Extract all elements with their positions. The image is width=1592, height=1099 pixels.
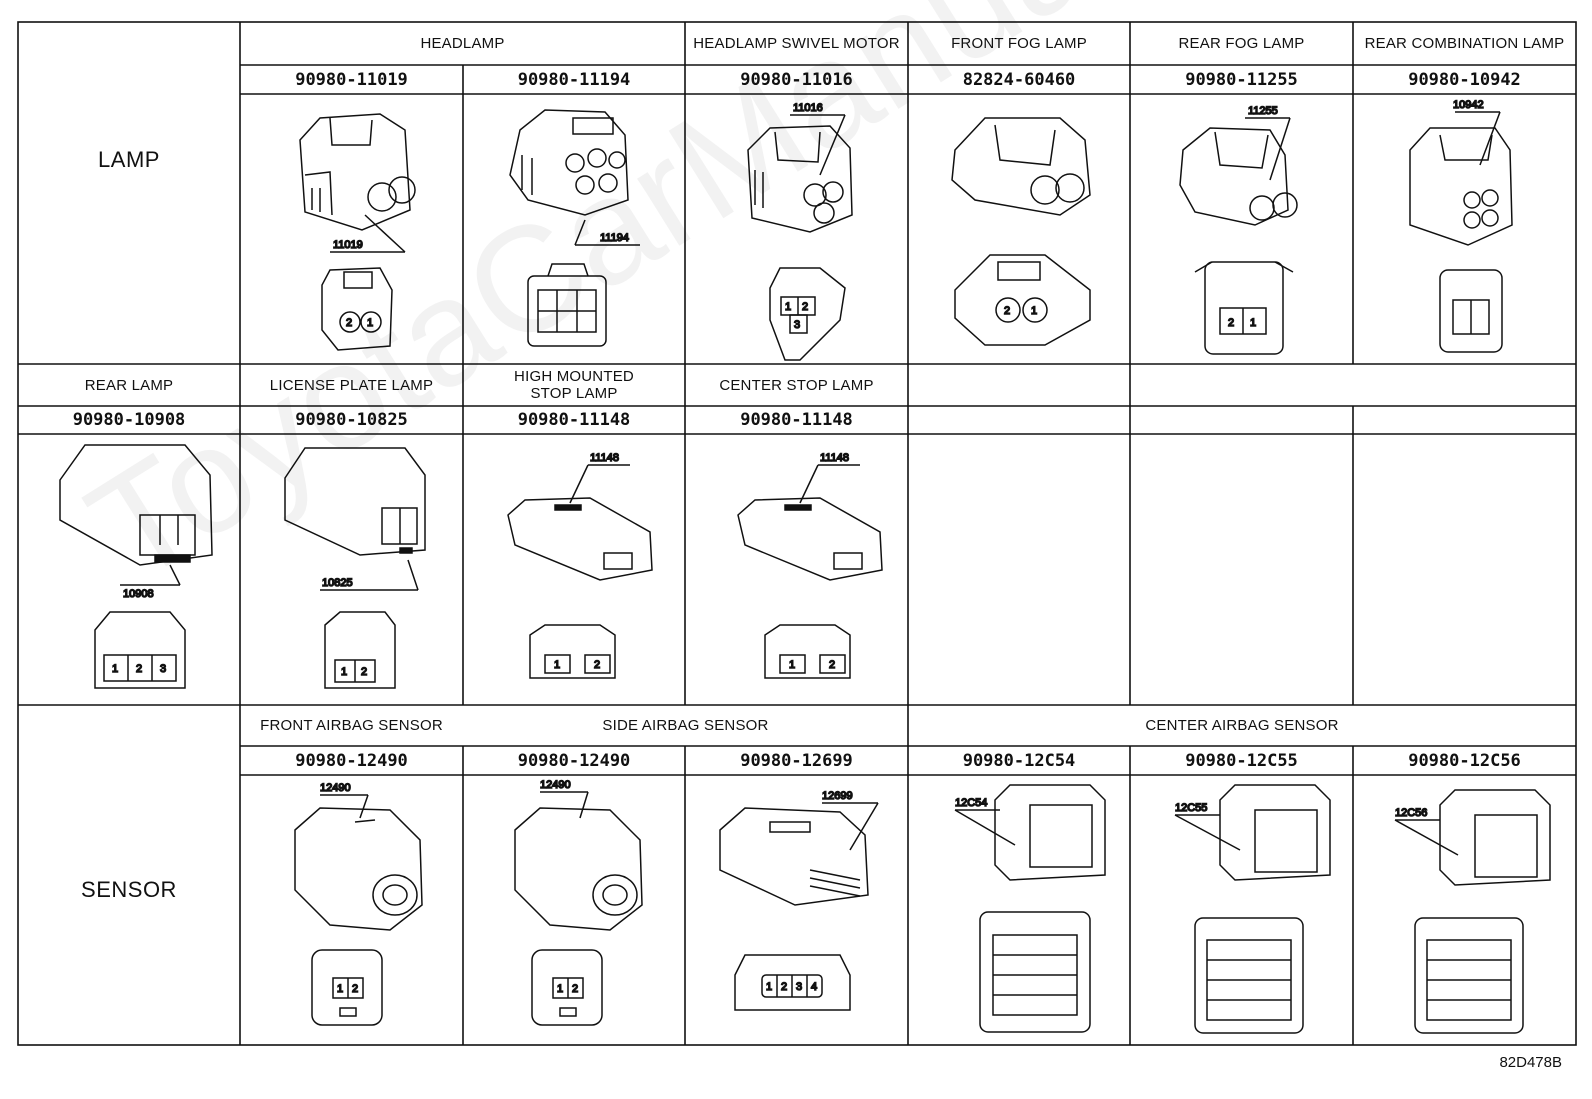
header-rear-combination-lamp: REAR COMBINATION LAMP [1364, 35, 1565, 52]
part-number: 90980-12699 [740, 750, 853, 771]
part-number: 90980-11194 [517, 69, 631, 90]
connector-12490-front-drawing [294, 794, 423, 1026]
part-number: 90980-10825 [295, 410, 408, 430]
connector-12490-side-drawing [514, 791, 643, 1026]
tag-11148-center: 11148 [820, 452, 849, 464]
connector-12699-drawing [719, 802, 879, 1011]
tag-10942: 10942 [1453, 99, 1484, 111]
tag-12490-side: 12490 [540, 779, 571, 791]
connector-12C55-drawing [1174, 784, 1331, 1034]
pin-label: 1 [766, 981, 772, 993]
part-number: 90980-11019 [295, 69, 408, 90]
header-front-fog-lamp: FRONT FOG LAMP [951, 35, 1087, 52]
connector-11255-drawing [1179, 117, 1298, 355]
header-high-mounted-stop-lamp: HIGH MOUNTED STOP LAMP [514, 368, 634, 402]
header-center-airbag-sensor: CENTER AIRBAG SENSOR [1145, 717, 1339, 734]
pin-label: 2 [802, 301, 808, 313]
tag-12C56: 12C56 [1395, 807, 1427, 819]
part-number: 90980-12C56 [1408, 750, 1521, 771]
header-rear-lamp: REAR LAMP [84, 376, 174, 394]
part-number: 90980-11016 [740, 69, 853, 90]
pin-label: 1 [554, 659, 560, 671]
part-number: 82824-60460 [962, 69, 1076, 90]
connector-11148-center-drawing [737, 464, 883, 679]
header-side-airbag-sensor: SIDE AIRBAG SENSOR [602, 717, 769, 734]
connector-12C54-drawing [954, 784, 1106, 1033]
part-number: 90980-10908 [72, 410, 186, 430]
tag-12C55: 12C55 [1175, 802, 1207, 814]
connector-11194-drawing [509, 109, 640, 347]
tag-12699: 12699 [822, 790, 853, 802]
pin-label: 2 [361, 666, 367, 678]
pin-label: 3 [160, 663, 166, 675]
section-label-sensor: SENSOR [81, 877, 177, 902]
tag-11016: 11016 [793, 102, 823, 114]
pin-label: 2 [352, 983, 358, 995]
header-center-stop-lamp: CENTER STOP LAMP [719, 376, 874, 394]
tag-11148-hmsl: 11148 [590, 452, 619, 464]
header-headlamp: HEADLAMP [420, 35, 505, 52]
connector-82824-drawing [951, 117, 1091, 346]
tag-10908: 10908 [123, 588, 154, 600]
pin-label: 1 [785, 301, 791, 313]
pin-label: 2 [346, 317, 352, 329]
pin-label: 3 [796, 981, 802, 993]
tag-12490-front: 12490 [320, 782, 351, 794]
header-rear-fog-lamp: REAR FOG LAMP [1178, 35, 1305, 52]
pin-label: 2 [1228, 317, 1234, 329]
part-number: 90980-11148 [740, 410, 853, 430]
part-number: 90980-12490 [517, 750, 631, 771]
part-number: 90980-12490 [295, 750, 408, 771]
pin-label: 1 [1031, 305, 1037, 317]
pin-label: 1 [112, 663, 118, 675]
part-number: 90980-10942 [1408, 69, 1521, 90]
connector-11016-drawing [747, 114, 853, 361]
tag-11019: 11019 [333, 239, 363, 251]
connector-11019-drawing [299, 113, 416, 351]
tag-11194: 11194 [600, 232, 629, 244]
pin-label: 1 [789, 659, 795, 671]
connector-11148-hmsl-drawing [507, 464, 653, 679]
header-front-airbag-sensor: FRONT AIRBAG SENSOR [260, 717, 443, 734]
pin-label: 2 [1004, 305, 1010, 317]
pin-label: 1 [337, 983, 343, 995]
part-number: 90980-11255 [1185, 69, 1298, 90]
tag-11255: 11255 [1248, 105, 1278, 117]
connector-10908-drawing [59, 444, 213, 689]
pin-label: 1 [1250, 317, 1256, 329]
header-license-plate-lamp: LICENSE PLATE LAMP [269, 376, 434, 394]
part-number: 90980-11148 [517, 410, 631, 430]
pin-label: 1 [341, 666, 347, 678]
pin-label: 2 [829, 659, 835, 671]
figure-code: 82D478B [1499, 1054, 1562, 1071]
header-headlamp-swivel-motor: HEADLAMP SWIVEL MOTOR [693, 35, 900, 52]
tag-10825: 10825 [322, 577, 353, 589]
pin-label: 2 [781, 981, 787, 993]
connector-10942-drawing [1409, 111, 1513, 353]
tag-12C54: 12C54 [955, 797, 987, 809]
part-number: 90980-12C54 [962, 750, 1076, 771]
connector-10825-drawing [284, 447, 426, 689]
pin-label: 3 [794, 319, 800, 331]
pin-label: 1 [557, 983, 563, 995]
pin-label: 2 [136, 663, 142, 675]
connector-12C56-drawing [1394, 789, 1551, 1034]
pin-label: 2 [572, 983, 578, 995]
pin-label: 1 [367, 317, 373, 329]
section-label-lamp: LAMP [98, 147, 160, 172]
part-number: 90980-12C55 [1185, 750, 1298, 771]
pin-label: 4 [811, 981, 817, 993]
pin-label: 2 [594, 659, 600, 671]
